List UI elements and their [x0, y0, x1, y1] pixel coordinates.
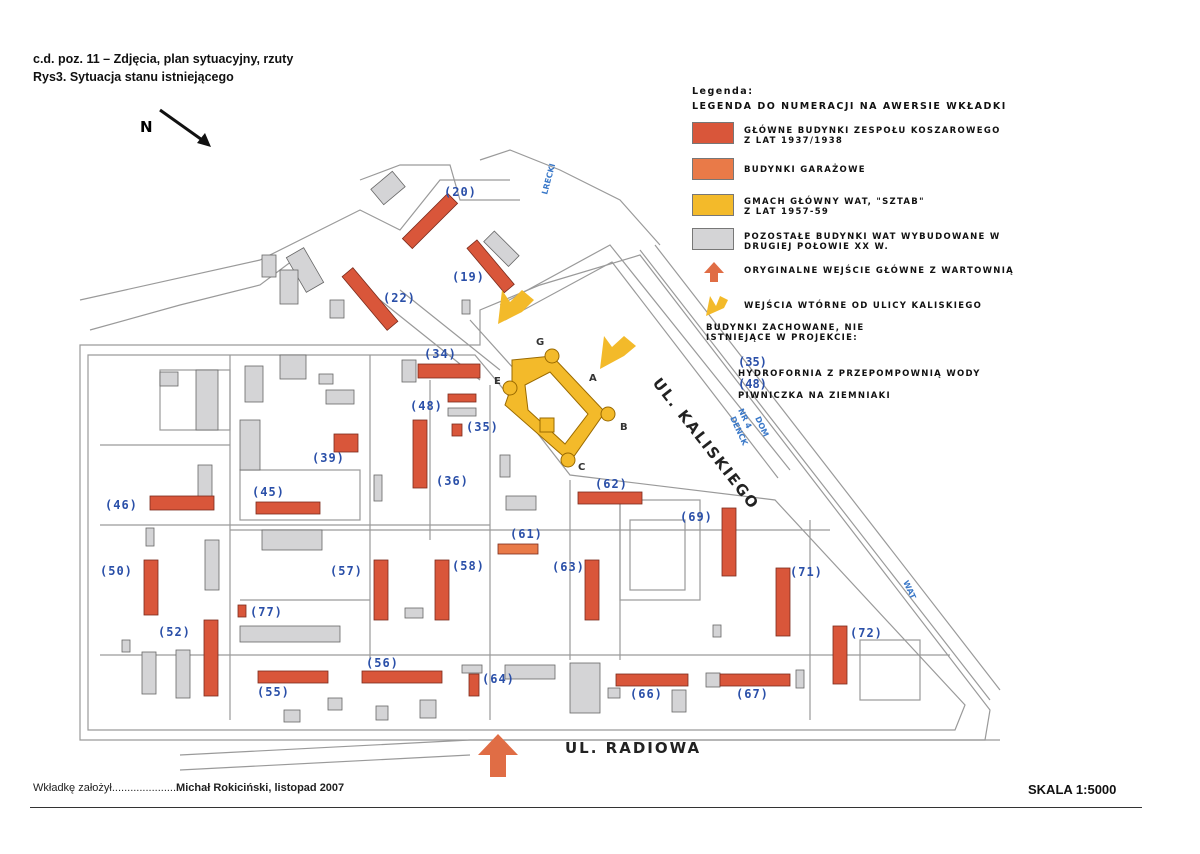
main-entrance-arrow-icon: [478, 734, 518, 777]
building-label: (61): [510, 527, 543, 541]
legend-swatch-main: [692, 122, 734, 144]
building-label: (69): [680, 510, 713, 524]
footer-author: Wkładkę założył.....................Mich…: [33, 782, 344, 794]
header-subtitle: Rys3. Sytuacja stanu istniejącego: [33, 70, 234, 84]
north-label: N: [140, 118, 153, 136]
scale-label: SKALA 1:5000: [1028, 782, 1117, 797]
legend-preserved-item: (35) HYDROFORNIA Z PRZEPOMPOWNIĄ WODY: [738, 347, 981, 379]
footer-author-prefix: Wkładkę założył.....................: [33, 782, 177, 794]
svg-text:A: A: [589, 373, 597, 384]
building-numbers: (20) (19) (22) (34) (48) (35) (39) (36) …: [100, 185, 883, 701]
main-barracks-buildings: [143, 192, 848, 697]
building-label: (67): [736, 687, 769, 701]
building-label: (52): [158, 625, 191, 639]
legend-swatch-garage: [692, 158, 734, 180]
svg-text:B: B: [620, 422, 628, 433]
secondary-entrance-arrow-icon: [498, 290, 636, 369]
building-label: (55): [257, 685, 290, 699]
other-buildings: [121, 170, 805, 723]
garage-buildings: [497, 543, 539, 555]
legend-main-entrance-arrow-icon: [704, 262, 724, 282]
building-label: (36): [436, 474, 469, 488]
legend-preserved-header: BUDYNKI ZACHOWANE, NIE ISTNIEJĄCE W PROJ…: [706, 323, 865, 343]
building-label: (20): [444, 185, 477, 199]
svg-text:E: E: [494, 376, 501, 387]
building-label: (46): [105, 498, 138, 512]
legend-main-entrance: ORYGINALNE WEJŚCIE GŁÓWNE Z WARTOWNIĄ: [744, 266, 1015, 276]
legend-item-other: POZOSTAŁE BUDYNKI WAT WYBUDOWANE W DRUGI…: [744, 232, 1001, 252]
legend-title: Legenda:: [692, 86, 754, 97]
legend-preserved-num: (35): [738, 355, 767, 369]
legend-subtitle: LEGENDA DO NUMERACJI NA AWERSIE WKŁADKI: [692, 101, 1007, 112]
building-label: (77): [250, 605, 283, 619]
building-label: (39): [312, 451, 345, 465]
building-label: (50): [100, 564, 133, 578]
building-label: (57): [330, 564, 363, 578]
building-label: (62): [595, 477, 628, 491]
legend-item-main: GŁÓWNE BUDYNKI ZESPOŁU KOSZAROWEGO Z LAT…: [744, 126, 1001, 146]
gate-letters: G A E B C: [494, 337, 628, 473]
building-label: (66): [630, 687, 663, 701]
north-arrow-icon: [159, 108, 211, 147]
svg-text:LRECKI: LRECKI: [540, 162, 557, 195]
building-label: (56): [366, 656, 399, 670]
legend-item-garage: BUDYNKI GARAŻOWE: [744, 165, 866, 175]
legend-item-hq: GMACH GŁÓWNY WAT, "SZTAB" Z LAT 1957-59: [744, 197, 925, 217]
building-label: (19): [452, 270, 485, 284]
building-label: (48): [410, 399, 443, 413]
building-label: (64): [482, 672, 515, 686]
legend-preserved-text: HYDROFORNIA Z PRZEPOMPOWNIĄ WODY: [738, 369, 981, 379]
building-label: (58): [452, 559, 485, 573]
legend-preserved-num: (48): [738, 377, 767, 391]
building-label: (35): [466, 420, 499, 434]
svg-text:C: C: [578, 462, 585, 473]
building-label: (72): [850, 626, 883, 640]
legend-swatch-other: [692, 228, 734, 250]
legend-secondary-entrance-arrow-icon: [706, 296, 728, 316]
building-label: (71): [790, 565, 823, 579]
legend-preserved-text: PIWNICZKA NA ZIEMNIAKI: [738, 391, 892, 401]
hq-building: [502, 348, 616, 468]
legend-secondary-entrances: WEJŚCIA WTÓRNE OD ULICY KALISKIEGO: [744, 301, 983, 311]
footer-divider: [30, 807, 1142, 808]
legend-preserved-item: (48) PIWNICZKA NA ZIEMNIAKI: [738, 369, 891, 401]
header-title: c.d. poz. 11 – Zdjęcia, plan sytuacyjny,…: [33, 52, 294, 66]
road-network: [79, 149, 1001, 771]
building-label: (22): [383, 291, 416, 305]
footer-author-name: Michał Rokiciński, listopad 2007: [176, 782, 345, 794]
legend-swatch-hq: [692, 194, 734, 216]
street-label-radiowa: UL. RADIOWA: [565, 739, 701, 757]
building-label: (45): [252, 485, 285, 499]
building-label: (63): [552, 560, 585, 574]
svg-text:G: G: [536, 337, 544, 348]
building-label: (34): [424, 347, 457, 361]
